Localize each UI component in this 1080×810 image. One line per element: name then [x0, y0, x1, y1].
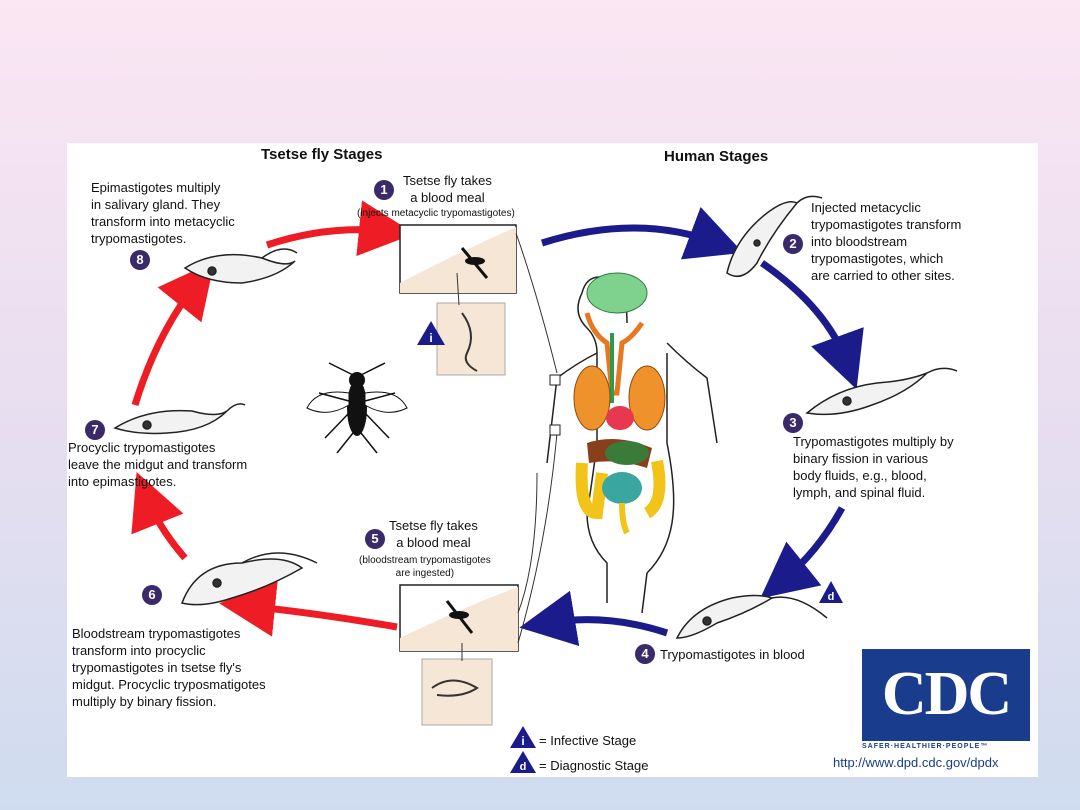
arrow-7-to-8 [131, 261, 215, 407]
parasite-4 [675, 594, 828, 639]
arrow-4-to-5 [519, 590, 669, 647]
svg-text:d: d [828, 591, 835, 603]
stage-2-badge: 2 [783, 234, 803, 254]
stage-5-badge: 5 [365, 529, 385, 549]
cdc-tagline: SAFER·HEALTHIER·PEOPLE™ [862, 743, 989, 750]
stage-5-note: (bloodstream trypomastigotes are ingeste… [359, 555, 491, 579]
cdc-logo-text: CDC [881, 660, 1012, 728]
arrow-2-to-3 [760, 260, 864, 390]
arrow-5-to-6 [219, 580, 398, 637]
diagnostic-stage-marker: d [819, 581, 843, 603]
svg-text:i: i [429, 331, 432, 345]
fly-bite-inset-1 [399, 224, 517, 376]
stage-7-badge: 7 [85, 420, 105, 440]
fly-bite-inset-5 [399, 584, 519, 726]
stage-1-note: (injects metacyclic trypomastigotes) [357, 208, 515, 219]
svg-text:d: d [520, 761, 527, 773]
arrow-3-to-4 [760, 506, 846, 599]
parasite-6 [181, 552, 318, 606]
stage-1-title: Tsetse fly takes a blood meal [403, 173, 492, 205]
parasite-7 [113, 403, 246, 435]
stage-2-text: Injected metacyclic trypomastigotes tran… [811, 200, 962, 283]
stage-4-badge: 4 [635, 644, 655, 664]
svg-text:i: i [521, 734, 524, 748]
legend-infective-icon: i [510, 726, 536, 748]
human-body-figure [546, 272, 718, 614]
human-stages-header: Human Stages [664, 148, 769, 165]
stage-6-text: Bloodstream trypomastigotes transform in… [72, 626, 266, 709]
legend-infective-label: = Infective Stage [539, 733, 637, 748]
stage-3-text: Trypomastigotes multiply by binary fissi… [793, 434, 954, 500]
arrow-6-to-7 [131, 472, 188, 561]
stage-6-badge: 6 [142, 585, 162, 605]
stage-1-badge: 1 [374, 180, 394, 200]
stage-8-badge: 8 [130, 250, 150, 270]
life-cycle-diagram: i d i d Tsetse fly Stages Human Stages 1… [67, 143, 1038, 777]
arrow-8-to-1 [265, 200, 415, 257]
parasite-3 [805, 367, 958, 416]
cdc-logo: CDC [862, 649, 1030, 741]
legend-diagnostic-label: = Diagnostic Stage [539, 758, 649, 773]
parasite-2 [726, 195, 823, 278]
stage-4-text: Trypomastigotes in blood [660, 647, 805, 662]
parasite-8 [183, 248, 298, 284]
stage-5-title: Tsetse fly takes a blood meal [389, 518, 478, 550]
tsetse-fly-drawing [306, 362, 408, 454]
stage-7-text: Procyclic trypomastigotes leave the midg… [68, 440, 248, 489]
infective-stage-marker: i [417, 321, 445, 345]
legend-diagnostic-icon: d [510, 751, 536, 773]
source-url[interactable]: http://www.dpd.cdc.gov/dpdx [833, 755, 999, 770]
arrow-1-to-2 [540, 206, 744, 260]
stage-8-text: Epimastigotes multiply in salivary gland… [91, 180, 235, 246]
tsetse-stages-header: Tsetse fly Stages [261, 146, 383, 163]
stage-3-badge: 3 [783, 413, 803, 433]
